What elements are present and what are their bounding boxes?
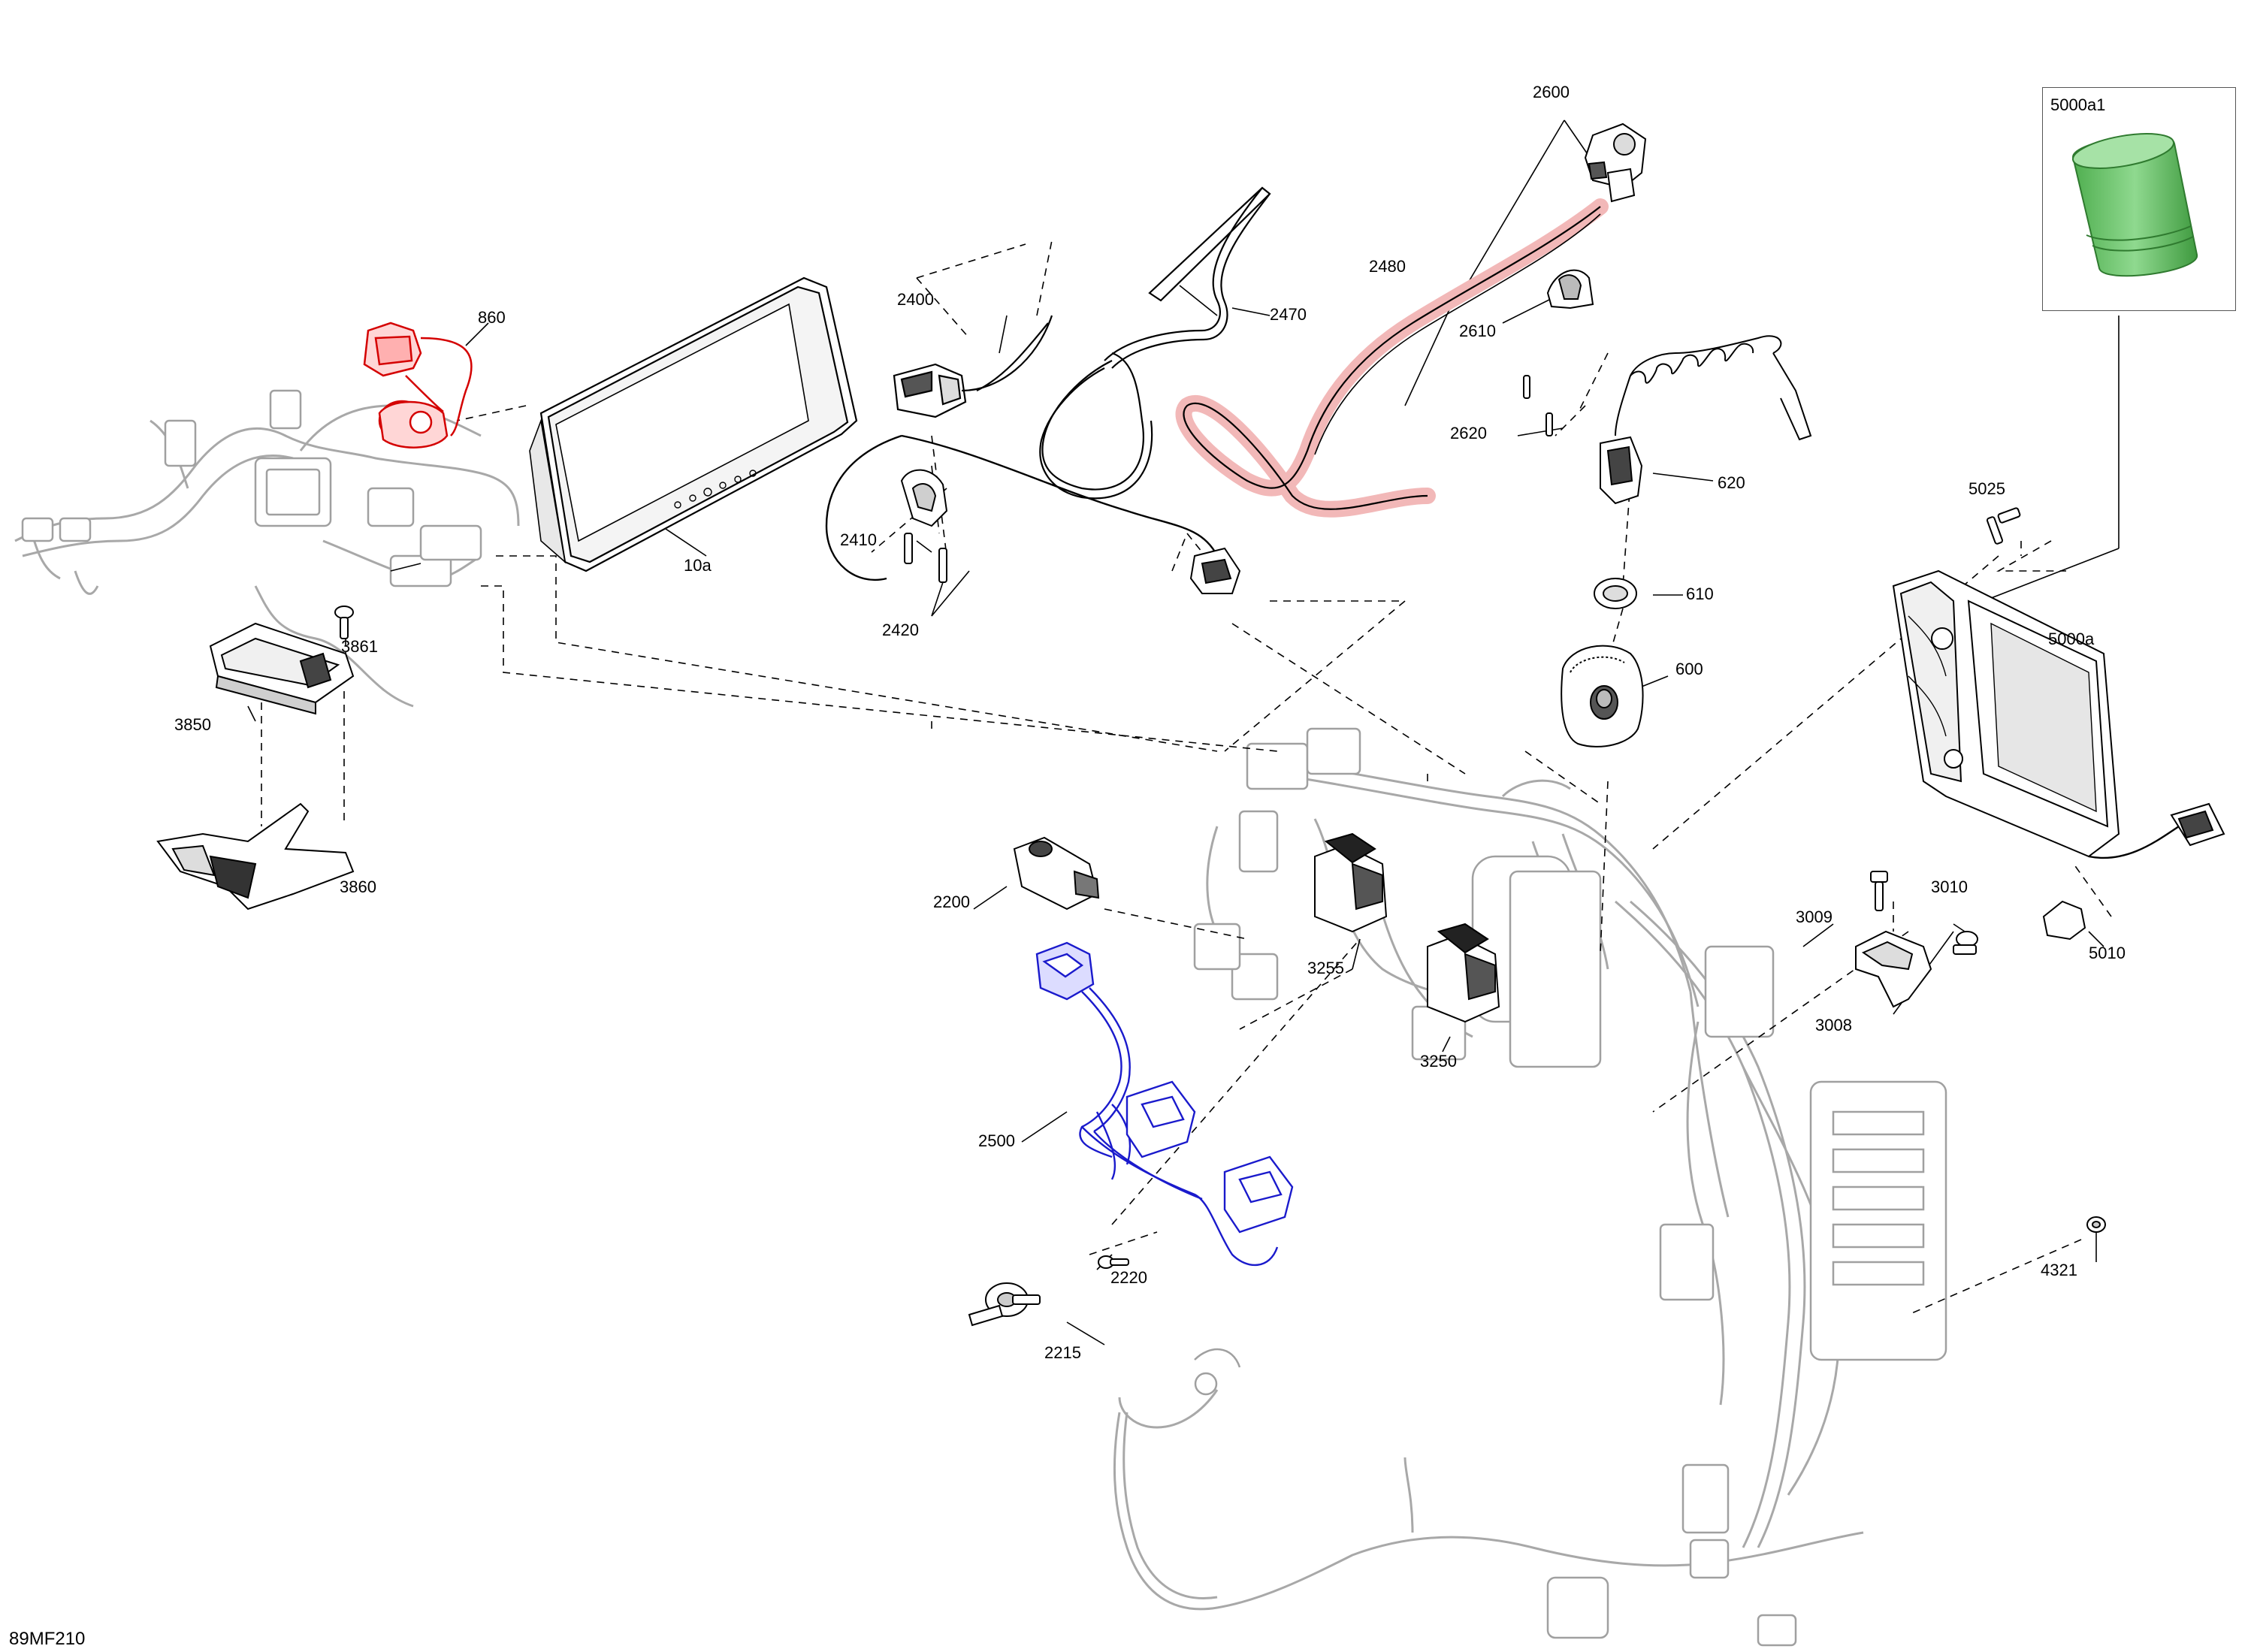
part-3850-module [209, 622, 355, 715]
part-2410-clip [900, 469, 948, 527]
part-3010-nut [1953, 931, 1978, 955]
part-2480-cable-highlight [1175, 198, 1609, 518]
callout-2600-top: 2600 [1533, 83, 1570, 101]
harness-connector [1681, 1463, 1730, 1534]
part-610-nut [1594, 578, 1637, 609]
callout-860: 860 [478, 308, 506, 327]
callout-3010: 3010 [1931, 877, 1968, 896]
cable-2400-harness [825, 434, 1219, 581]
part-3250-switch [1427, 923, 1500, 1023]
part-3255-switch [1314, 832, 1388, 933]
part-3860-bracket [156, 802, 355, 911]
callout-3860: 3860 [340, 877, 376, 896]
part-860-lamp-socket [363, 322, 473, 448]
part-5025-bolt [1986, 507, 2021, 545]
callout-2220: 2220 [1110, 1268, 1147, 1287]
part-3009-bolt [1870, 871, 1888, 911]
harness-components [1194, 810, 1947, 1647]
callout-2610: 2610 [1459, 322, 1496, 340]
figure-id: 89MF210 [9, 1629, 86, 1649]
callout-5010: 5010 [2089, 944, 2126, 962]
callout-10a: 10a [684, 556, 712, 575]
callout-600: 600 [1675, 660, 1703, 678]
callout-2470: 2470 [1270, 305, 1307, 324]
callout-2200: 2200 [933, 892, 970, 911]
part-2500-harness-highlight [1035, 941, 1294, 1266]
callout-2500: 2500 [978, 1131, 1015, 1150]
callout-3850: 3850 [174, 715, 211, 734]
fuse-block [1704, 945, 1775, 1038]
upper-harness-connectors [1193, 727, 1361, 971]
callout-5000a: 5000a [2048, 630, 2095, 648]
part-2400-switch [893, 315, 1053, 418]
callout-2400: 2400 [897, 290, 934, 309]
part-620-coiled-tether [1600, 335, 1812, 505]
inset-part-5000a1: 5000a1 [2042, 87, 2236, 311]
part-2610-bracket [1546, 269, 1594, 310]
callout-2480: 2480 [1369, 257, 1406, 276]
solenoid [1546, 1576, 1609, 1639]
callout-3255: 3255 [1307, 959, 1344, 977]
upper-left-harness-parts [21, 389, 482, 587]
part-5000a-module [1892, 569, 2225, 859]
callout-3861: 3861 [341, 637, 378, 656]
callout-2410: 2410 [840, 530, 877, 549]
part-5010-clip [2042, 900, 2086, 941]
part-600-key-switch [1561, 645, 1644, 747]
leader-lines-dashed [261, 240, 2112, 1315]
callout-2215: 2215 [1044, 1343, 1081, 1362]
part-3008-bracket [1855, 930, 1932, 1008]
green-cylinder-part [2071, 133, 2198, 277]
callout-2620: 2620 [1450, 424, 1487, 442]
part-2620-screws [1523, 375, 1553, 436]
part-2220-screw [1098, 1255, 1129, 1269]
callout-620: 620 [1718, 473, 1745, 492]
connector-2400 [1189, 547, 1241, 594]
part-4321-nut [2086, 1216, 2106, 1233]
callout-4321: 4321 [2041, 1261, 2077, 1279]
part-2420-screws [904, 533, 947, 583]
part-2215-stud [968, 1282, 1041, 1327]
part-3861-screw [334, 606, 354, 639]
part-2600-socket [1584, 122, 1647, 203]
part-2200-sensor [1013, 836, 1100, 911]
part-2470-antenna [1039, 186, 1271, 500]
callout-2420: 2420 [882, 621, 919, 639]
callout-610: 610 [1686, 584, 1714, 603]
inset-label: 5000a1 [2050, 95, 2106, 114]
callout-5025: 5025 [1968, 479, 2005, 498]
part-10a-display [529, 276, 858, 572]
upper-left-harness [14, 404, 520, 708]
leader-lines-solid [247, 119, 2120, 1345]
callout-3250: 3250 [1420, 1052, 1457, 1071]
callout-3009: 3009 [1796, 908, 1833, 926]
callout-3008: 3008 [1815, 1016, 1852, 1034]
